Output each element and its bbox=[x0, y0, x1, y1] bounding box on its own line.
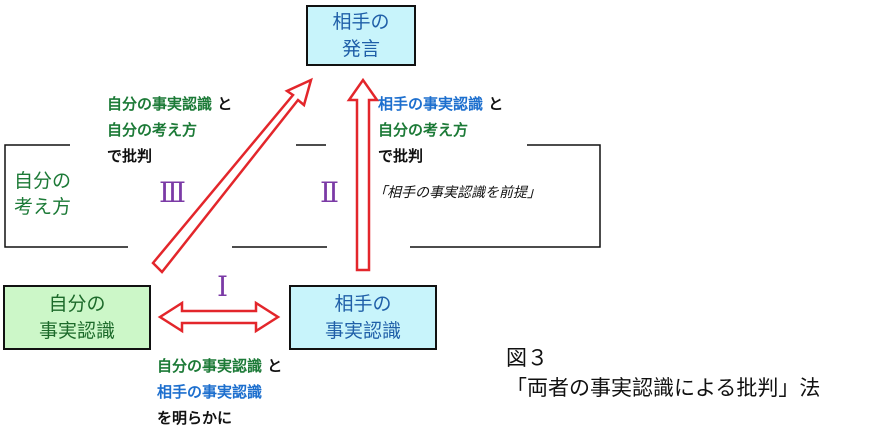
right-critique-line1: 相手の事実認識 bbox=[378, 95, 484, 113]
left-critique-line1: 自分の事実認識 bbox=[107, 95, 213, 113]
node-partner-statement-line1: 相手の bbox=[332, 10, 390, 33]
bottom-connector: と bbox=[267, 357, 283, 375]
bottom-line3: を明らかに bbox=[157, 409, 233, 427]
left-bracket bbox=[4, 144, 128, 248]
node-own-facts-line2: 事実認識 bbox=[38, 319, 115, 342]
arrow-ii bbox=[346, 77, 380, 272]
right-critique-annotation: 相手の事実認識 と 自分の考え方 で批判 bbox=[378, 91, 503, 169]
left-critique-line3: で批判 bbox=[107, 147, 153, 165]
arrow-iii bbox=[151, 77, 313, 274]
node-own-thinking-line2: 考え方 bbox=[14, 196, 72, 218]
node-partner-facts-line1: 相手の bbox=[334, 292, 392, 315]
right-critique-line3: で批判 bbox=[378, 147, 424, 165]
figure-caption: 図３ 「両者の事実認識による批判」法 bbox=[506, 343, 820, 403]
node-partner-statement-line2: 発言 bbox=[341, 37, 380, 60]
bottom-line1: 自分の事実認識 bbox=[157, 357, 263, 375]
node-own-thinking: 自分の 考え方 bbox=[14, 168, 71, 220]
left-critique-connector: と bbox=[217, 95, 233, 113]
node-partner-facts-line2: 事実認識 bbox=[324, 319, 401, 342]
bottom-annotation: 自分の事実認識 と 相手の事実認識 を明らかに bbox=[157, 353, 282, 431]
arrow-i bbox=[157, 300, 281, 334]
node-own-facts-line1: 自分の bbox=[48, 292, 106, 315]
node-own-thinking-line1: 自分の bbox=[14, 170, 72, 192]
bottom-line2: 相手の事実認識 bbox=[157, 383, 263, 401]
node-partner-facts: 相手の 事実認識 bbox=[289, 285, 437, 350]
edge-label-ii: Ⅱ bbox=[320, 176, 340, 209]
figure-title: 「両者の事実認識による批判」法 bbox=[506, 376, 821, 400]
figure-number: 図３ bbox=[506, 346, 548, 370]
right-critique-note: 「相手の事実認識を前提」 bbox=[373, 185, 541, 201]
edge-label-i: Ⅰ bbox=[217, 270, 229, 303]
right-critique-line2: 自分の考え方 bbox=[378, 121, 469, 139]
right-bracket bbox=[410, 144, 601, 248]
left-critique-line2: 自分の考え方 bbox=[107, 121, 198, 139]
right-critique-connector: と bbox=[488, 95, 504, 113]
node-own-facts: 自分の 事実認識 bbox=[3, 285, 151, 350]
left-critique-annotation: 自分の事実認識 と 自分の考え方 で批判 bbox=[107, 91, 232, 169]
node-partner-statement: 相手の 発言 bbox=[306, 5, 416, 66]
edge-label-iii: Ⅲ bbox=[159, 176, 187, 209]
